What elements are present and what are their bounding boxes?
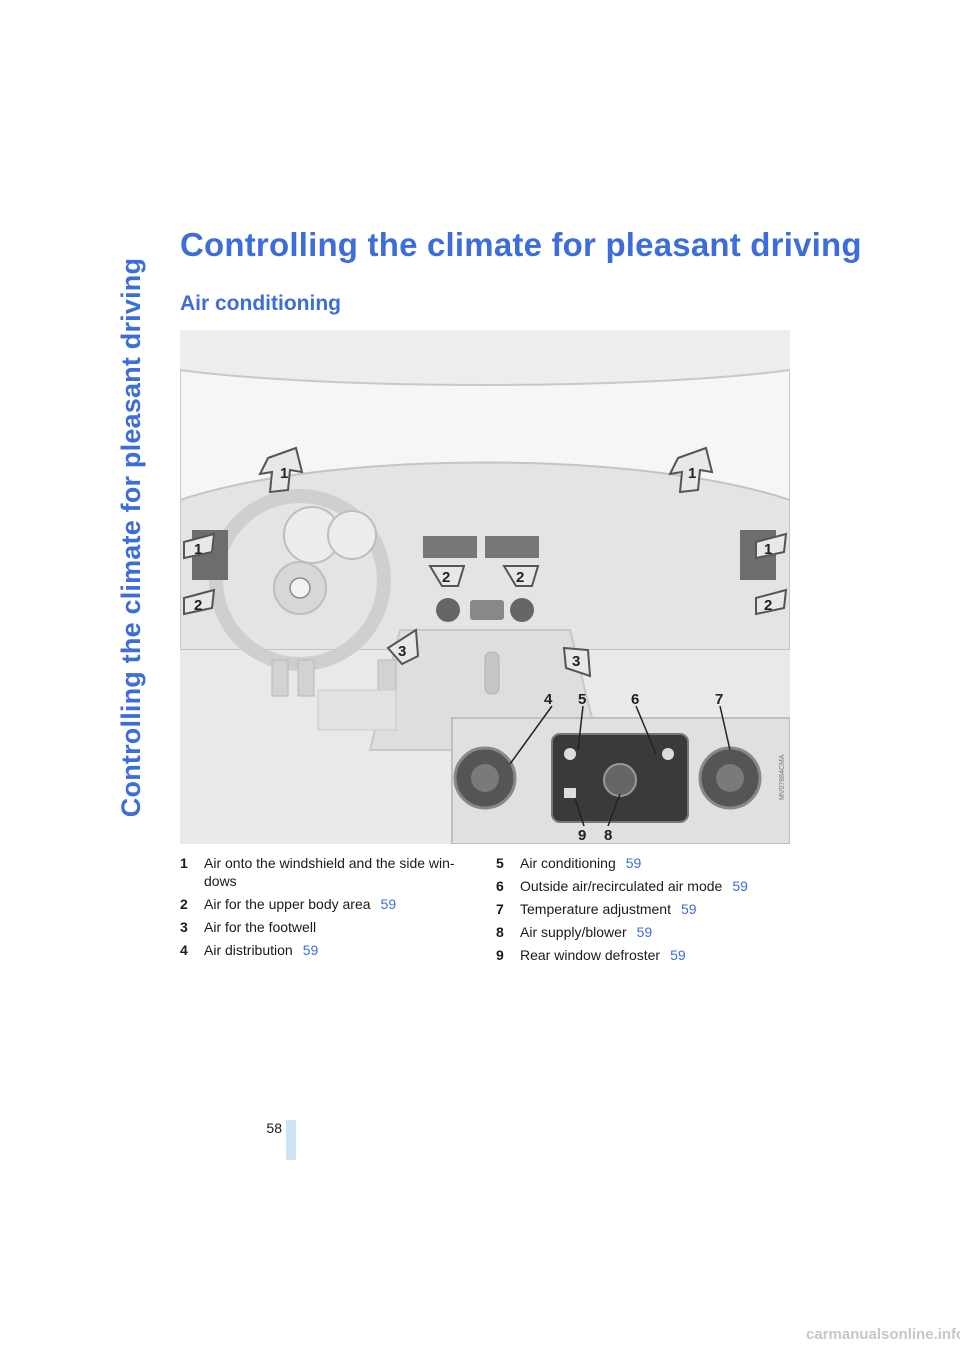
callout-leader-line (719, 705, 731, 751)
callout-label: 2 (764, 597, 772, 614)
legend-item: 2 Air for the upper body area 59 (180, 895, 456, 913)
legend-text: Temperature adjustment (520, 901, 671, 917)
callout-label: 2 (442, 569, 450, 586)
legend-number: 5 (496, 855, 504, 871)
section-title: Air conditioning (180, 292, 341, 315)
callout-label: 6 (631, 691, 639, 708)
air-distribution-knob-center (471, 764, 499, 792)
center-vent-right (485, 536, 539, 558)
legend-column-left: 1 Air onto the windshield and the side w… (180, 854, 456, 964)
legend-number: 8 (496, 924, 504, 940)
page-reference-link[interactable]: 59 (625, 855, 642, 871)
climate-control-panel-inset (451, 705, 790, 844)
legend-number: 3 (180, 919, 188, 935)
callout-leader-line (635, 705, 657, 755)
legend-number: 2 (180, 896, 188, 912)
callout-label: 2 (194, 597, 202, 614)
rear-defrost-button-icon (564, 788, 576, 798)
airflow-arrow-icon (183, 446, 788, 678)
legend-text: Air conditioning (520, 855, 616, 871)
legend-text: Outside air/recirculated air mode (520, 878, 723, 894)
callout-label: 3 (398, 643, 406, 660)
legend-number: 7 (496, 901, 504, 917)
callout-label: 1 (764, 541, 772, 558)
page-number: 58 (266, 1120, 282, 1136)
callout-leader-line (574, 797, 585, 827)
dash-knob-right (510, 598, 534, 622)
legend-item: 3 Air for the footwell (180, 918, 456, 936)
callout-label: 2 (516, 569, 524, 586)
page-reference-link[interactable]: 59 (636, 924, 653, 940)
page-reference-link[interactable]: 59 (732, 878, 748, 894)
page-reference-link[interactable]: 59 (302, 942, 319, 958)
tachometer-icon (327, 510, 377, 560)
gear-lever (484, 651, 500, 695)
callout-label: 9 (578, 827, 586, 844)
page-reference-link[interactable]: 59 (670, 947, 686, 963)
page-title: Controlling the climate for pleasant dri… (180, 226, 862, 263)
callout-label: 1 (280, 465, 288, 482)
callout-label: 8 (604, 827, 612, 844)
recirculation-button-icon (662, 748, 674, 760)
legend-text: Air for the upper body area (204, 896, 371, 912)
footer-watermark: carmanualsonline.info (806, 1326, 960, 1343)
callout-label: 5 (578, 691, 586, 708)
legend-item: 8 Air supply/blower 59 (496, 923, 786, 941)
page-reference-link[interactable]: 59 (380, 896, 397, 912)
pedal (297, 659, 315, 697)
legend-item: 1 Air onto the windshield and the side w… (180, 854, 456, 890)
legend-item: 5 Air conditioning 59 (496, 854, 786, 872)
callout-leader-line (607, 793, 621, 827)
blower-knob (603, 763, 637, 797)
center-vent-left (423, 536, 477, 558)
legend-text: Air for the footwell (204, 919, 317, 935)
callout-label: 3 (572, 653, 580, 670)
legend-number: 6 (496, 878, 504, 894)
ac-button-icon (564, 748, 576, 760)
page-reference-link[interactable]: 59 (680, 901, 697, 917)
legend-text: Air supply/blower (520, 924, 627, 940)
legend-item: 7 Temperature adjustment 59 (496, 900, 786, 918)
legend-number: 9 (496, 947, 504, 963)
callout-label: 1 (194, 541, 202, 558)
side-running-title: Controlling the climate for pleasant dri… (112, 232, 152, 842)
legend-text: Rear window defroster (520, 947, 661, 963)
bmw-logo-icon (289, 577, 311, 599)
dash-knob-left (436, 598, 460, 622)
callout-leader-line (577, 705, 584, 751)
pedal (271, 659, 289, 697)
callout-label: 7 (715, 691, 723, 708)
callout-label: 1 (688, 465, 696, 482)
legend-item: 9 Rear window defroster 59 (496, 946, 786, 964)
callout-leader-line (509, 705, 553, 765)
legend-column-right: 5 Air conditioning 59 6 Outside air/recir… (496, 854, 786, 969)
side-running-title-text: Controlling the climate for pleasant dri… (116, 257, 147, 817)
dashboard-illustration: 1 1 1 1 2 2 2 2 3 3 4 (180, 330, 790, 844)
legend-text: Air distribution (204, 942, 293, 958)
callout-label: 4 (544, 691, 553, 708)
temperature-knob-center (716, 764, 744, 792)
page-number-bar (286, 1120, 296, 1160)
legend-text: Air onto the windshield and the side win… (204, 855, 455, 889)
dash-control-panel (470, 600, 504, 620)
legend-number: 1 (180, 855, 188, 871)
image-code: MV07884CMA (779, 754, 786, 800)
legend-item: 4 Air distribution 59 (180, 941, 456, 959)
dashboard-drawing: 1 1 1 1 2 2 2 2 3 3 4 (180, 368, 790, 844)
legend-item: 6 Outside air/recirculated air mode 59 (496, 877, 786, 895)
floor-mat (317, 689, 397, 731)
legend-number: 4 (180, 942, 188, 958)
